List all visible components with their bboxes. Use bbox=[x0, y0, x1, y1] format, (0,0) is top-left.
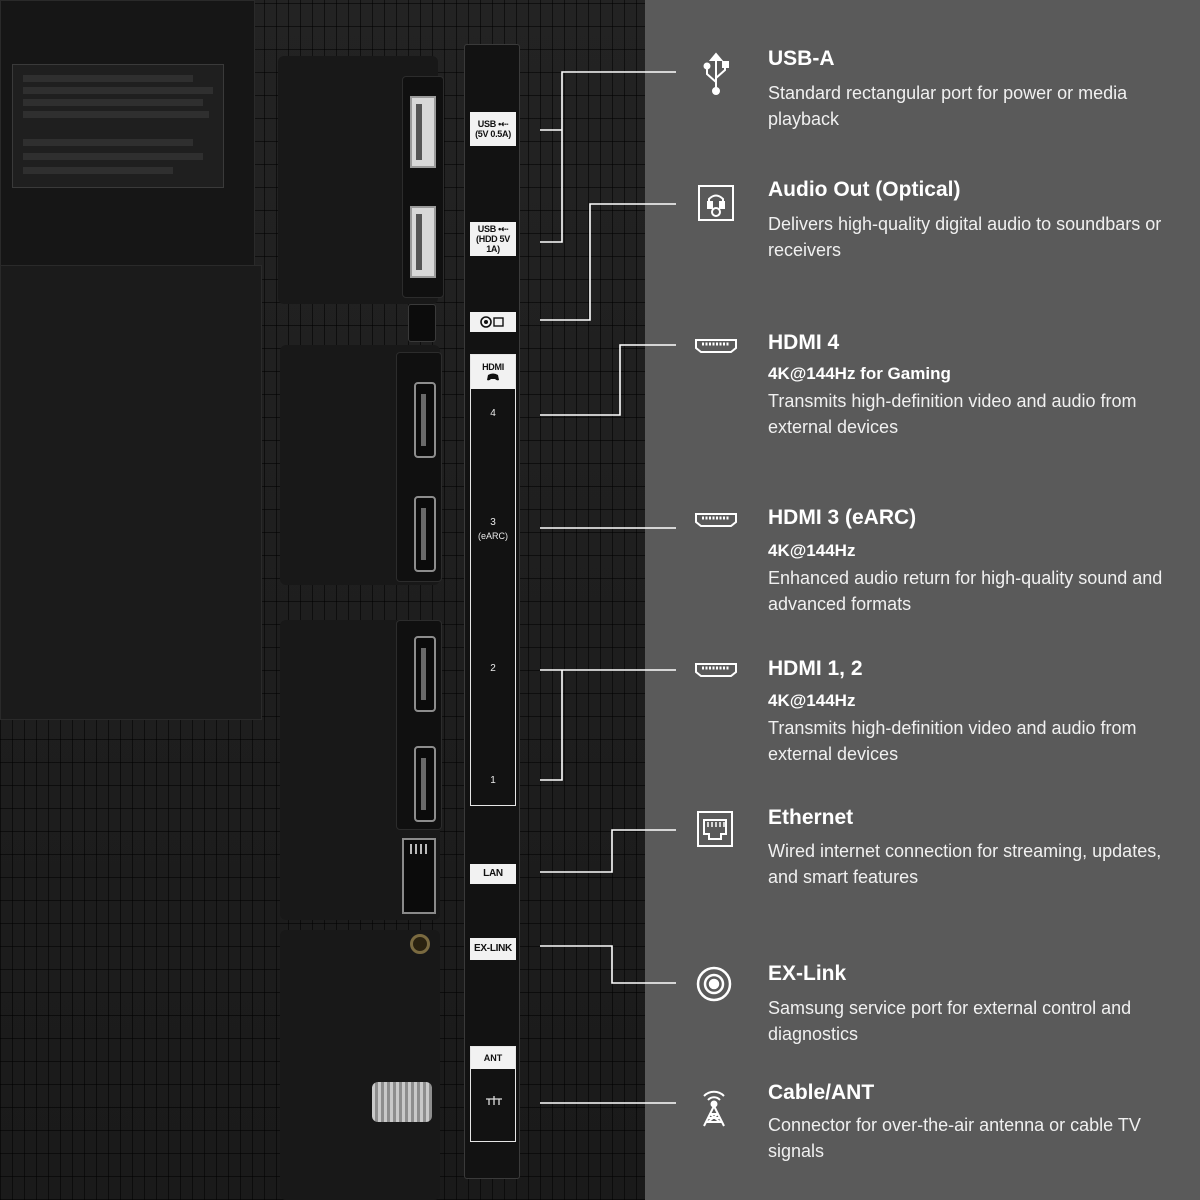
usb-port-1 bbox=[410, 96, 436, 168]
usb-description: Standard rectangular port for power or m… bbox=[768, 83, 1128, 129]
antenna-icon bbox=[703, 1090, 725, 1127]
ethernet-icon bbox=[697, 811, 733, 847]
optical-audio-icon bbox=[698, 185, 734, 221]
ex-link-title: EX-Link bbox=[768, 962, 847, 985]
gamepad-icon bbox=[487, 373, 499, 381]
tv-back-panel bbox=[0, 0, 645, 1200]
hdmi12-title: HDMI 1, 2 bbox=[768, 657, 863, 680]
usb-title: USB-A bbox=[768, 47, 835, 70]
hdmi-3-number: 3 bbox=[490, 517, 496, 528]
hdmi4-subtitle: 4K@144Hz for Gaming bbox=[768, 364, 951, 383]
optical-port bbox=[408, 304, 436, 342]
antenna-symbol-icon bbox=[486, 1096, 502, 1105]
hdmi-4-number: 4 bbox=[490, 408, 496, 419]
hdmi-icon bbox=[695, 513, 737, 527]
hdmi-icon bbox=[695, 663, 737, 677]
ex-link-port bbox=[410, 934, 430, 954]
hdmi-head-label: HDMI bbox=[482, 362, 504, 372]
hdmi-3-sub: (eARC) bbox=[477, 531, 508, 541]
optical-audio-icon bbox=[480, 316, 504, 328]
optical-description: Delivers high-quality digital audio to s… bbox=[768, 214, 1162, 260]
hdmi3-title: HDMI 3 (eARC) bbox=[768, 506, 917, 529]
hdmi3-subtitle: 4K@144Hz bbox=[768, 541, 856, 560]
hdmi-port-3 bbox=[414, 496, 436, 572]
ant-title: Cable/ANT bbox=[768, 1081, 875, 1104]
ant-description: Connector for over-the-air antenna or ca… bbox=[768, 1115, 1141, 1161]
ethernet-description: Wired internet connection for streaming,… bbox=[768, 841, 1162, 887]
hdmi-label-group bbox=[470, 354, 516, 806]
hdmi-label-head bbox=[471, 355, 515, 389]
hdmi-2-number: 2 bbox=[490, 663, 496, 674]
ex-link-label: EX-LINK bbox=[470, 938, 516, 960]
optical-label bbox=[470, 312, 516, 332]
hdmi-head-text: HDMI bbox=[470, 357, 516, 387]
hdmi-port-4 bbox=[414, 382, 436, 458]
hdmi12-description: Transmits high-definition video and audi… bbox=[768, 718, 1137, 764]
hdmi3-description: Enhanced audio return for high-quality s… bbox=[768, 568, 1163, 614]
ant-label: ANT bbox=[471, 1047, 515, 1069]
usb-label-2-line2: (HDD 5V 1A) bbox=[476, 234, 510, 254]
hdmi-port-2 bbox=[414, 636, 436, 712]
middle-plate bbox=[0, 265, 262, 720]
antenna-port bbox=[372, 1082, 432, 1122]
usb-label-2-line1: USB •⇠ bbox=[477, 224, 509, 234]
lan-port bbox=[402, 838, 436, 914]
hdmi-1-number: 1 bbox=[490, 775, 496, 786]
antenna-recess bbox=[280, 930, 440, 1200]
hdmi4-description: Transmits high-definition video and audi… bbox=[768, 391, 1137, 437]
usb-port-2 bbox=[410, 206, 436, 278]
usb-label-1: USB •⇠ (5V 0.5A) bbox=[470, 112, 516, 146]
hdmi-port-1 bbox=[414, 746, 436, 822]
hdmi4-title: HDMI 4 bbox=[768, 331, 840, 354]
ethernet-title: Ethernet bbox=[768, 806, 854, 829]
regulatory-label bbox=[12, 64, 224, 188]
usb-label-1-line2: (5V 0.5A) bbox=[475, 129, 511, 139]
ant-label-group: ANT bbox=[470, 1046, 516, 1142]
usb-label-1-line1: USB •⇠ bbox=[477, 119, 509, 129]
optical-title: Audio Out (Optical) bbox=[768, 178, 961, 201]
usb-icon bbox=[703, 52, 729, 95]
lan-label: LAN bbox=[470, 864, 516, 884]
ex-link-description: Samsung service port for external contro… bbox=[768, 998, 1132, 1044]
ex-link-icon bbox=[696, 966, 732, 1002]
usb-label-2: USB •⇠ (HDD 5V 1A) bbox=[470, 222, 516, 256]
hdmi12-subtitle: 4K@144Hz bbox=[768, 691, 856, 710]
hdmi-icon bbox=[695, 339, 737, 353]
